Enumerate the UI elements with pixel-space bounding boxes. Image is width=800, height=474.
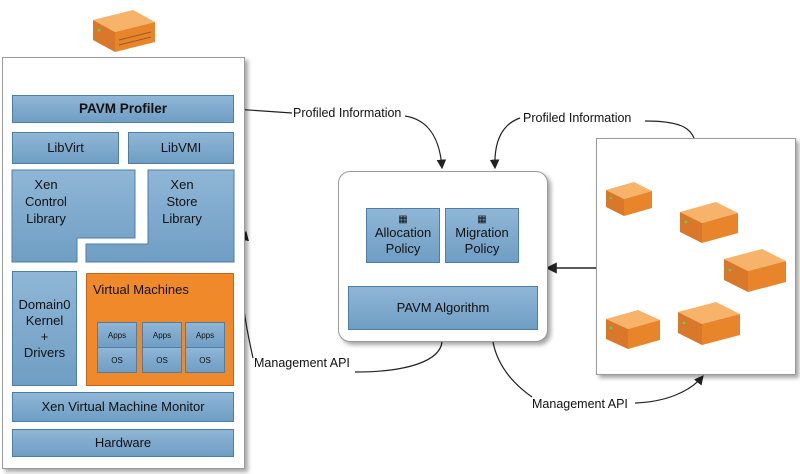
management-api-label-left: Management API xyxy=(254,356,350,370)
mgmt-line-left xyxy=(354,341,443,373)
domain0-box: Domain0 Kernel + Drivers xyxy=(12,271,77,386)
document-icon: ▦ xyxy=(477,213,487,225)
profiled-info-label-right: Profiled Information xyxy=(523,111,632,125)
mgmt-line-right xyxy=(492,341,533,398)
vm3-os: OS xyxy=(185,347,225,373)
profiled-arrow-right xyxy=(489,117,521,170)
xen-store-label: Xen Store Library xyxy=(162,177,202,226)
virtual-machines-box: Virtual Machines Apps OS Apps OS Apps OS xyxy=(86,273,234,386)
server-icon xyxy=(85,6,160,56)
vm2-apps: Apps xyxy=(142,322,182,348)
vm2-os: OS xyxy=(142,347,182,373)
libvmi-box: LibVMI xyxy=(128,132,234,164)
server-icon xyxy=(676,300,742,348)
server-icon xyxy=(722,247,788,295)
document-icon: ▦ xyxy=(398,213,408,225)
virtual-machines-title: Virtual Machines xyxy=(93,282,189,297)
pavm-algorithm-box: PAVM Algorithm xyxy=(348,286,538,330)
migration-policy-box: ▦ Migration Policy xyxy=(445,208,519,263)
xen-control-label: Xen Control Library xyxy=(25,177,67,226)
server-icon xyxy=(604,180,654,220)
server-icon xyxy=(678,200,740,246)
allocation-policy-box: ▦ Allocation Policy xyxy=(366,208,440,263)
server-icon xyxy=(604,308,662,352)
pavm-profiler-box: PAVM Profiler xyxy=(12,95,234,123)
profiled-info-label-left: Profiled Information xyxy=(293,106,402,120)
hardware-box: Hardware xyxy=(12,429,234,457)
management-api-label-right: Management API xyxy=(532,397,628,411)
vm1-os: OS xyxy=(97,347,137,373)
xen-vmm-box: Xen Virtual Machine Monitor xyxy=(12,392,234,422)
mgmt-arrow-right xyxy=(634,375,704,404)
profiled-line-right xyxy=(644,120,695,139)
profiled-arrow-left xyxy=(404,115,447,170)
vm1-apps: Apps xyxy=(97,322,137,348)
vm3-apps: Apps xyxy=(185,322,225,348)
libvirt-box: LibVirt xyxy=(12,132,119,164)
